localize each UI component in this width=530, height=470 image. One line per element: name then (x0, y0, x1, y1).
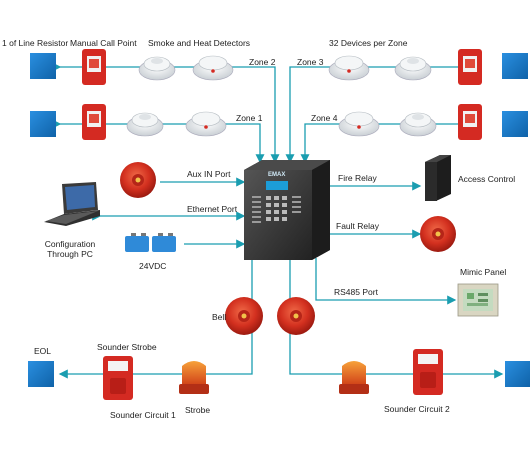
smoke-detector-zone3-a (328, 55, 370, 81)
eol-resistor-sounder1 (28, 361, 54, 387)
config-label-line1: Configuration (44, 239, 96, 249)
zone4-label: Zone 4 (311, 113, 338, 123)
manual-call-point-zone1 (82, 104, 106, 140)
manual-call-point-zone2 (82, 49, 106, 85)
devices-per-zone-label: 32 Devices per Zone (329, 38, 408, 48)
sounder-circuit2-label: Sounder Circuit 2 (384, 404, 450, 414)
fault-bell (420, 216, 456, 252)
heat-detector-zone3-b (394, 56, 432, 81)
heat-detector-zone2-a (138, 56, 176, 81)
zone2-label: Zone 2 (249, 57, 276, 67)
eol-resistors (28, 53, 530, 387)
zone1-line (52, 119, 265, 164)
fire-relay-label: Fire Relay (338, 173, 377, 183)
vdc-label: 24VDC (139, 261, 167, 271)
manual-call-point-zone4 (458, 104, 482, 140)
sounder-strobe-label: Sounder Strobe (97, 342, 157, 352)
heat-detector-zone4-b (399, 112, 437, 137)
access-control-label: Access Control (458, 174, 516, 184)
heat-detector-zone1-a (126, 112, 164, 137)
manual-call-point-zone3 (458, 49, 482, 85)
sounder-strobe-1 (103, 356, 133, 400)
eol-resistor-zone3 (502, 53, 528, 79)
eol-resistor-sounder2 (505, 361, 530, 387)
bell-label: Bell (212, 312, 227, 322)
mimic-panel (457, 283, 499, 317)
aux-bell (120, 162, 156, 198)
strobe-label: Strobe (185, 405, 211, 415)
config-label-line2: Through PC (47, 249, 93, 259)
manual-call-points (82, 49, 482, 140)
manual-call-point-label: Manual Call Point (70, 38, 137, 48)
smoke-detector-zone4-a (338, 111, 380, 137)
zone2-line (52, 62, 280, 164)
mimic-panel-label: Mimic Panel (460, 267, 507, 277)
panel-display (266, 181, 288, 190)
ethernet-label: Ethernet Port (187, 204, 238, 214)
zone1-label: Zone 1 (236, 113, 263, 123)
fault-relay-label: Fault Relay (336, 221, 379, 231)
strobe-2 (339, 361, 369, 394)
laptop (44, 182, 100, 226)
eol-resistor-zone2 (30, 53, 56, 79)
sounder-circuit1-label: Sounder Circuit 1 (110, 410, 176, 420)
zone3-label: Zone 3 (297, 57, 324, 67)
smoke-detector-zone2-b (192, 55, 234, 81)
bell-left (225, 297, 263, 335)
panel-badge: EMAX (268, 172, 286, 178)
smoke-detector-zone1-b (185, 111, 227, 137)
batteries (125, 233, 176, 252)
detectors (126, 55, 437, 137)
sounder-strobe-2 (413, 349, 443, 395)
strobe-1 (179, 361, 209, 394)
panel-leds (252, 196, 301, 223)
bell-right (277, 297, 315, 335)
access-control-unit (425, 155, 451, 201)
smoke-heat-label: Smoke and Heat Detectors (148, 38, 251, 48)
panel-keypad (266, 196, 287, 221)
eol-resistor-label: 1 of Line Resistor (2, 38, 69, 48)
control-panel (244, 160, 330, 260)
eol-resistor-zone1 (30, 111, 56, 137)
eol-resistor-zone4 (502, 111, 528, 137)
aux-in-label: Aux IN Port (187, 169, 231, 179)
rs485-label: RS485 Port (334, 287, 378, 297)
eol-label: EOL (34, 346, 52, 356)
